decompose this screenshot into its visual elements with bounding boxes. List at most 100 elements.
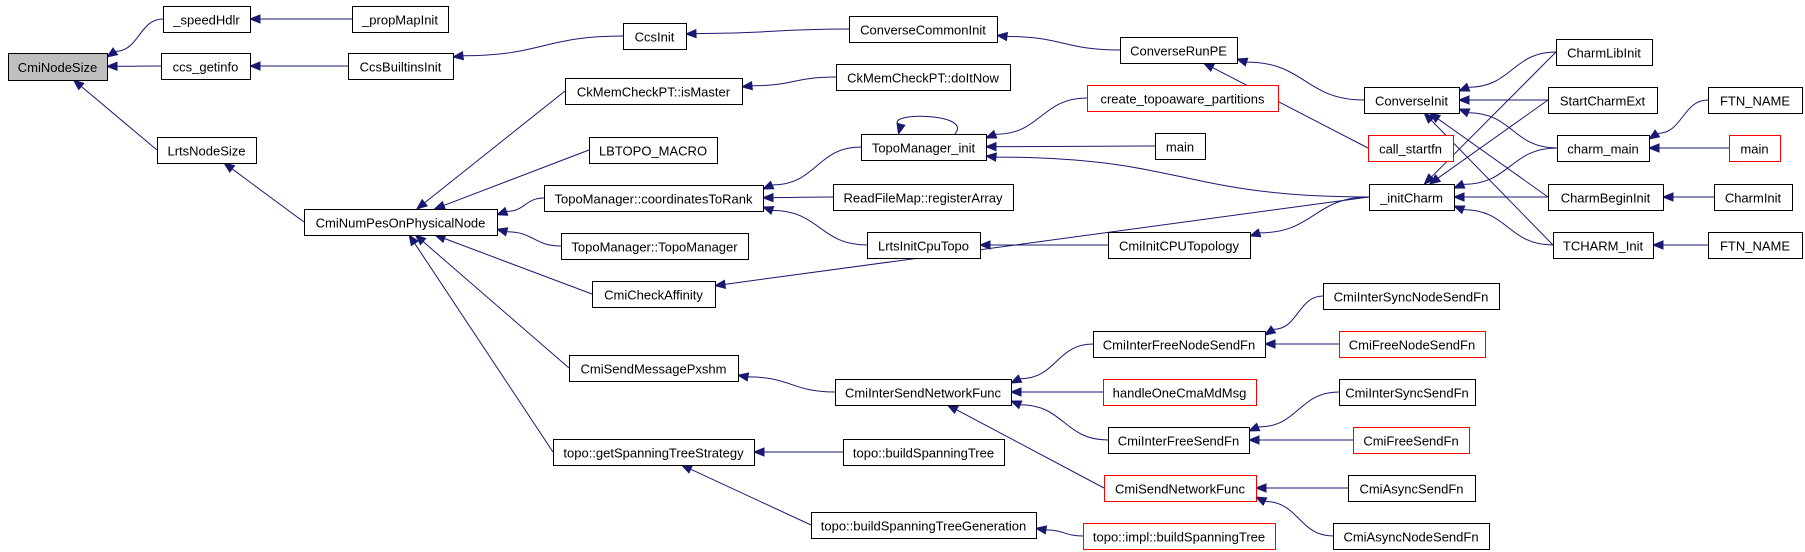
node-cmisendnetworkfunc[interactable]: CmiSendNetworkFunc [1104,475,1257,502]
node-cmisendmessagepxshm[interactable]: CmiSendMessagePxshm [569,355,739,382]
node-box [352,6,449,33]
edge-tcharm-init-to-converseinit [1423,112,1554,246]
node-cmiintersyncnodesendfn[interactable]: CmiInterSyncNodeSendFn [1323,283,1500,310]
node-box [843,439,1005,466]
arrowhead-icon [248,61,261,71]
arrowhead-icon [680,464,694,474]
edge-line [424,90,566,204]
node-cmiintersendnetworkfunc[interactable]: CmiInterSendNetworkFunc [835,379,1012,406]
node-label: CcsBuiltinsInit [360,60,442,75]
node-box [811,512,1037,539]
node-topo-buildspanningtreegeneration[interactable]: topo::buildSpanningTreeGeneration [811,512,1037,539]
node-label: CharmLibInit [1567,46,1641,61]
node-startcharmext[interactable]: StartCharmExt [1548,87,1658,114]
node-charmlibinit[interactable]: CharmLibInit [1556,39,1653,66]
node-cminodesize[interactable]: CmiNodeSize [8,53,108,81]
edge-line [462,35,624,57]
node-ckmemcheckpt-ismaster[interactable]: CkMemCheckPT::isMaster [565,78,743,105]
node-topomanager-coordinatestorank[interactable]: TopoManager::coordinatesToRank [544,185,764,212]
arrowhead-icon [415,198,428,210]
node-topomanager-topomanager[interactable]: TopoManager::TopoManager [561,233,749,260]
edge-lrtsnodesize-to-cminodesize [72,79,158,151]
node-ckmemcheckpt-doitnow[interactable]: CkMemCheckPT::doItNow [836,64,1011,91]
node-main[interactable]: main [1729,135,1781,162]
node-label: topo::buildSpanningTree [853,446,994,461]
node-box [1120,37,1238,64]
node-topo-impl-buildspanningtree[interactable]: topo::impl::buildSpanningTree [1083,523,1276,550]
node-charmbegininit[interactable]: CharmBeginInit [1548,184,1664,211]
edge-cmiinitcputopology-to-lrtsinitcputopo [978,240,1108,250]
node-box [835,379,1012,406]
node-lrtsinitcputopo[interactable]: LrtsInitCpuTopo [867,232,981,259]
node-cmiinterfreesendfn[interactable]: CmiInterFreeSendFn [1108,427,1250,454]
edge-cmifreesendfn-to-cmiinterfreesendfn [1247,435,1353,445]
arrowhead-icon [1202,62,1216,73]
node-cmiinitcputopology[interactable]: CmiInitCPUTopology [1108,232,1251,259]
node-propmapinit[interactable]: _propMapInit [352,6,449,33]
node-cmicheckaffinity[interactable]: CmiCheckAffinity [592,281,716,308]
node-speedhdlr[interactable]: _speedHdlr [163,6,251,33]
edge-line [1264,501,1334,537]
edge-initcharm-to-cmiinitcputopology [1248,196,1370,238]
node-cmifreenodesendfn[interactable]: CmiFreeNodeSendFn [1339,331,1486,358]
edge-topo-getspanningtreestrategy-to-cminumpesonphysicalnode [408,233,554,453]
edge-ftn-name-to-charm-main [1647,99,1709,140]
arrowhead-icon [1661,192,1674,202]
node-charminit[interactable]: CharmInit [1714,184,1793,211]
node-label: main [1166,140,1194,155]
node-converserunpe[interactable]: ConverseRunPE [1120,37,1238,64]
node-topomanager-init[interactable]: TopoManager_init [861,134,987,161]
node-initcharm[interactable]: _initCharm [1369,184,1455,211]
node-label: topo::impl::buildSpanningTree [1093,530,1265,545]
arrowhead-icon [408,233,419,247]
node-ftn-name[interactable]: FTN_NAME [1708,87,1803,114]
edge-create-topoaware-partitions-to-topomanager-init [984,97,1088,139]
node-box [304,209,498,236]
node-label: CmiInterSyncNodeSendFn [1334,290,1489,305]
node-label: CmiInterFreeSendFn [1118,434,1239,449]
arrowhead-icon [105,47,119,58]
node-tcharm-init[interactable]: TCHARM_Init [1553,232,1654,259]
node-topo-getspanningtreestrategy[interactable]: topo::getSpanningTreeStrategy [553,439,755,466]
node-label: ReadFileMap::registerArray [844,191,1003,206]
node-topo-buildspanningtree[interactable]: topo::buildSpanningTree [843,439,1005,466]
node-label: CmiInterFreeNodeSendFn [1103,338,1255,353]
node-label: CmiInterSendNetworkFunc [845,386,1002,401]
node-cmiasyncnodesendfn[interactable]: CmiAsyncNodeSendFn [1333,523,1490,550]
node-ccs-getinfo[interactable]: ccs_getinfo [161,53,251,80]
node-ccsbuiltinsinit[interactable]: CcsBuiltinsInit [348,53,454,80]
node-ccsinit[interactable]: CcsInit [623,23,687,50]
node-cmifreesendfn[interactable]: CmiFreeSendFn [1353,427,1470,454]
edge-line [1463,147,1558,185]
node-box [163,6,251,33]
node-cmiintersyncsendfn[interactable]: CmiInterSyncSendFn [1339,379,1476,406]
node-lbtopo-macro[interactable]: LBTOPO_MACRO [589,137,718,164]
edge-charm-main-to-initcharm [1452,147,1558,189]
node-conversecommoninit[interactable]: ConverseCommonInit [849,16,998,43]
node-converseinit[interactable]: ConverseInit [1364,87,1460,114]
nodes-layer: CmiNodeSize _speedHdlr _propMapInit ccs_get… [8,6,1803,550]
node-readfilemap-registerarray[interactable]: ReadFileMap::registerArray [833,184,1014,211]
node-cmiinterfreenodesendfn[interactable]: CmiInterFreeNodeSendFn [1093,331,1266,358]
node-label: CharmBeginInit [1561,191,1651,206]
node-box [1368,135,1454,162]
node-main[interactable]: main [1155,133,1206,160]
node-lrtsnodesize[interactable]: LrtsNodeSize [157,137,257,164]
node-label: TCHARM_Init [1563,239,1644,254]
node-label: CmiNodeSize [18,60,97,75]
edge-cmicheckaffinity-to-cminumpesonphysicalnode [433,234,593,295]
node-charm-main[interactable]: charm_main [1557,135,1650,162]
node-cmiasyncsendfn[interactable]: CmiAsyncSendFn [1348,475,1476,502]
node-box [8,53,108,81]
node-call-startfn[interactable]: call_startfn [1368,135,1454,162]
node-create-topoaware-partitions[interactable]: create_topoaware_partitions [1087,85,1279,112]
node-ftn-name[interactable]: FTN_NAME [1708,232,1803,259]
node-box [1104,475,1257,502]
edge-line [956,409,1105,489]
node-cminumpesonphysicalnode[interactable]: CmiNumPesOnPhysicalNode [304,209,498,236]
node-handleonecmamdmsg[interactable]: handleOneCmaMdMsg [1103,379,1257,406]
node-label: LBTOPO_MACRO [599,144,707,159]
arrowhead-icon [736,372,750,382]
edge-charmlibinit-to-initcharm [1423,51,1557,185]
arrowhead-icon [248,14,261,24]
